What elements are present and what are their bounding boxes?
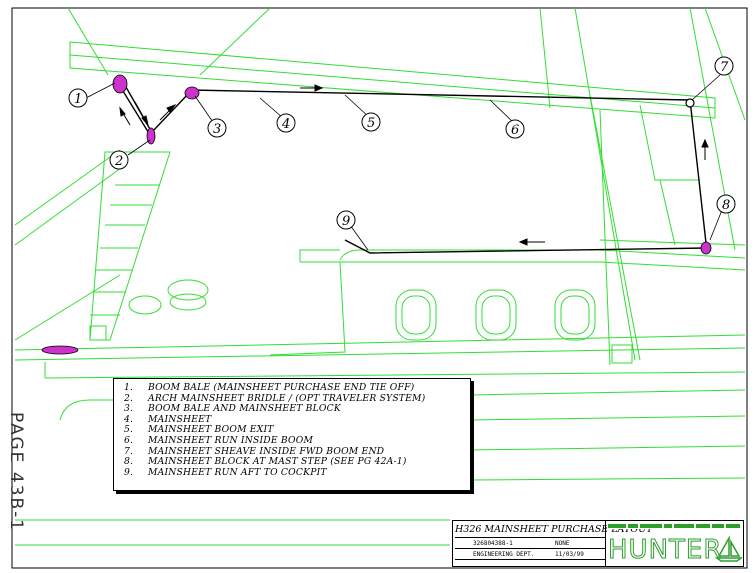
- legend-item: 4.MAINSHEET: [124, 413, 212, 425]
- mainsheet-lines: [114, 77, 707, 254]
- callout-9: 9: [336, 210, 356, 230]
- legend-item: 8.MAINSHEET BLOCK AT MAST STEP (SEE PG 4…: [124, 456, 407, 468]
- direction-arrows: [119, 84, 709, 246]
- department-row: ENGINEERING DEPT. 11/03/99: [455, 550, 605, 560]
- boat-outline: [14, 7, 746, 546]
- callout-4: 4: [276, 113, 296, 133]
- deck-fitting-hardware: [41, 345, 79, 355]
- callout-8: 8: [716, 194, 736, 214]
- legend-list: 1.BOOM BALE (MAINSHEET PURCHASE END TIE …: [114, 379, 470, 478]
- copyright-strip: [607, 523, 741, 529]
- svg-text:4: 4: [281, 117, 290, 132]
- fwd-boom-sheave: [685, 98, 695, 108]
- svg-text:9: 9: [342, 214, 350, 229]
- svg-text:6: 6: [511, 123, 519, 138]
- drawing-number: 326804388-1: [473, 540, 513, 547]
- callout-5: 5: [361, 112, 381, 132]
- title-block: H326 MAINSHEET PURCHASE LAYOUT 326804388…: [452, 520, 744, 567]
- arch-bridle-hardware: [146, 127, 156, 145]
- callout-7: 7: [714, 56, 734, 76]
- svg-text:2: 2: [114, 154, 123, 169]
- svg-text:5: 5: [367, 116, 375, 131]
- drawing-title: H326 MAINSHEET PURCHASE LAYOUT: [455, 523, 653, 538]
- callout-6: 6: [505, 119, 525, 139]
- legend-item: 9.MAINSHEET RUN AFT TO COCKPIT: [124, 466, 327, 478]
- svg-text:8: 8: [722, 198, 730, 213]
- legend-item: 5.MAINSHEET BOOM EXIT: [124, 424, 274, 436]
- legend-item: 3.BOOM BALE AND MAINSHEET BLOCK: [124, 403, 341, 415]
- svg-text:3: 3: [213, 122, 221, 137]
- page-number-label: PAGE 43B-1: [6, 412, 26, 533]
- legend-item: 1.BOOM BALE (MAINSHEET PURCHASE END TIE …: [124, 382, 415, 393]
- boom-bale-hardware: [112, 74, 128, 94]
- callout-2: 2: [109, 150, 129, 170]
- drawing-scale: NONE: [555, 540, 570, 547]
- boom-bale-block-hardware: [184, 86, 200, 100]
- legend-item: 6.MAINSHEET RUN INSIDE BOOM: [124, 434, 314, 446]
- drawing-border: [11, 7, 748, 569]
- title-block-divider: [605, 521, 606, 567]
- callout-1: 1: [68, 88, 88, 108]
- sailboat-logo-icon: [715, 536, 743, 562]
- department-name: ENGINEERING DEPT.: [473, 551, 535, 558]
- legend-item: 7.MAINSHEET SHEAVE INSIDE FWD BOOM END: [124, 445, 385, 457]
- parts-legend: 1.BOOM BALE (MAINSHEET PURCHASE END TIE …: [113, 378, 471, 491]
- svg-text:7: 7: [720, 60, 729, 75]
- hunter-logo: HUNTER: [607, 535, 723, 566]
- svg-text:1: 1: [74, 92, 82, 107]
- mast-step-block-hardware: [700, 241, 712, 255]
- callout-bubbles: 1 2 3 4 5 6 7 8 9: [68, 56, 736, 230]
- hardware-blocks: [41, 74, 712, 355]
- callout-3: 3: [207, 118, 227, 138]
- legend-item: 2.ARCH MAINSHEET BRIDLE / (OPT TRAVELER …: [124, 392, 426, 404]
- drawing-date: 11/03/99: [555, 551, 584, 558]
- drawing-number-row: 326804388-1 NONE: [455, 539, 605, 549]
